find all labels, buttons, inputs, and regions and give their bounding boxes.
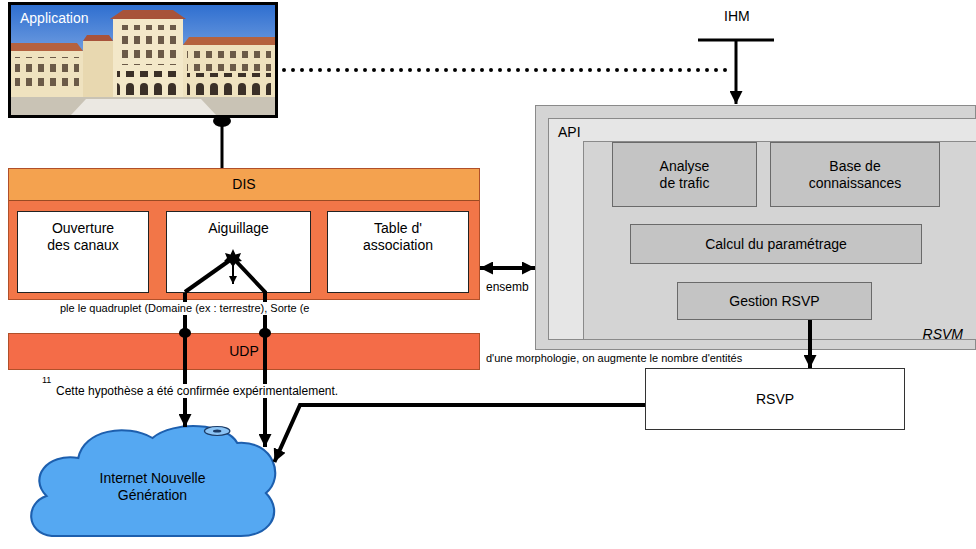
process-box: Gestion RSVP: [677, 282, 872, 320]
node-label: RSVP: [756, 391, 794, 408]
socket-dot: [259, 328, 271, 338]
dotted-link: [284, 68, 728, 72]
network-cloud: Internet Nouvelle Génération: [20, 418, 285, 548]
switch-branch: [233, 258, 265, 447]
socket-dot: [179, 328, 191, 338]
node-label: UDP: [229, 343, 259, 360]
api-layer: API Analyse de trafic Base de connaissance…: [548, 118, 976, 340]
ihm-arrow: [735, 40, 738, 104]
process-box: Calcul du paramétrage: [630, 224, 922, 264]
node-label: DIS: [232, 176, 255, 193]
ihm-bar: [698, 39, 774, 42]
application-box: Application: [8, 2, 278, 118]
process-box: Analyse de trafic: [612, 142, 757, 207]
process-box: Ouverture des canaux: [17, 211, 149, 293]
background-text: 11: [40, 375, 53, 386]
node-label: Aiguillage: [208, 220, 269, 237]
node-label: Table d' association: [358, 220, 438, 254]
connector: [221, 118, 224, 168]
rsvm-module: RSVM API Analyse de trafic Base de connaiss…: [535, 105, 976, 350]
process-box: Aiguillage: [166, 211, 311, 293]
node-label: Internet Nouvelle Génération: [83, 462, 223, 504]
connector: [274, 405, 645, 462]
label-holder: Cette hypothèse a été confirmée expérime…: [54, 384, 340, 398]
process-box: Table d' association: [327, 211, 469, 293]
label-holder: 11: [40, 375, 53, 386]
node-label: Application: [20, 10, 89, 27]
label-holder: ensemb: [484, 280, 531, 294]
label-holder: d'une morphologie, on augmente le nombre…: [484, 352, 744, 365]
background-text: ensemb: [484, 280, 531, 294]
node-label: Base de connaissances: [805, 158, 905, 192]
background-text: ple le quadruplet (Domaine (ex : terrest…: [58, 302, 311, 315]
label-holder: ple le quadruplet (Domaine (ex : terrest…: [58, 302, 311, 315]
socket-dot: [213, 115, 231, 127]
switch-branch: [185, 258, 233, 292]
node-label: Gestion RSVP: [729, 293, 819, 310]
dis-layer: DIS Ouverture des canaux Aiguillage Table d…: [8, 168, 480, 300]
node-label: Ouverture des canaux: [43, 220, 123, 254]
background-text: d'une morphologie, on augmente le nombre…: [484, 352, 744, 365]
connector: [808, 320, 812, 368]
switch-star: [224, 249, 242, 267]
rsvp-box: RSVP: [645, 368, 905, 430]
node-label: RSVM: [923, 326, 963, 343]
process-box: Base de connaissances: [770, 142, 940, 207]
udp-layer: UDP: [8, 333, 480, 370]
node-label: Analyse de trafic: [652, 158, 717, 192]
node-label: API: [558, 124, 581, 141]
connector: [480, 266, 535, 270]
interface-label: IHM: [722, 8, 752, 25]
node-label: Calcul du paramétrage: [705, 236, 847, 253]
background-text: Cette hypothèse a été confirmée expérime…: [54, 384, 340, 398]
switch-branch: [232, 258, 234, 284]
label-holder: IHM: [722, 8, 752, 25]
